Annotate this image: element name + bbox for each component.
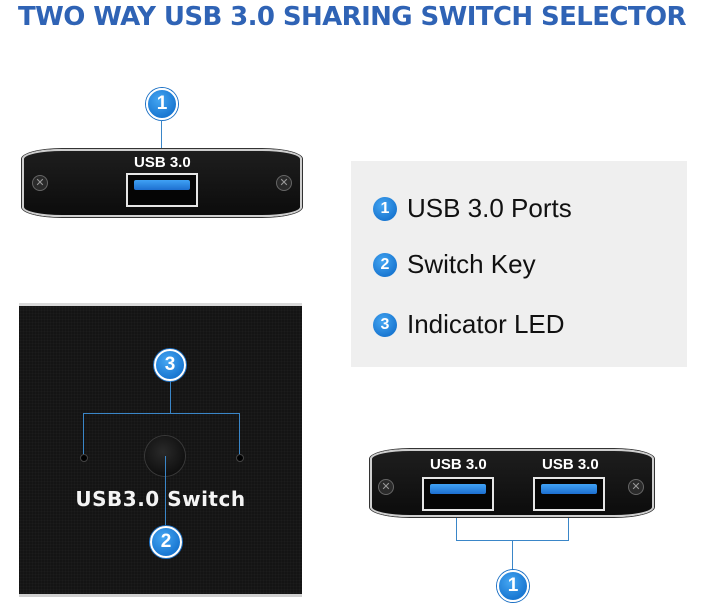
indicator-led-1 [80, 454, 88, 462]
dual-port-panel: USB 3.0 USB 3.0 ✕ ✕ [370, 449, 654, 517]
legend-box: 1 USB 3.0 Ports 2 Switch Key 3 Indicator… [351, 161, 687, 367]
switch-front-panel: 3 USB3.0 Switch 2 [19, 303, 302, 597]
callout-badge-1-bottom: 1 [497, 570, 529, 602]
legend-label: Indicator LED [407, 309, 565, 339]
legend-item-indicator-led: 3 Indicator LED [373, 309, 565, 340]
usb-a-port-icon [422, 477, 494, 511]
callout-line [512, 540, 513, 572]
port-label: USB 3.0 [430, 456, 487, 473]
screw-icon: ✕ [276, 175, 292, 191]
callout-line [170, 381, 171, 413]
callout-line [239, 413, 240, 455]
screw-icon: ✕ [378, 479, 394, 495]
callout-line [568, 518, 569, 540]
legend-item-ports: 1 USB 3.0 Ports [373, 193, 572, 224]
legend-label: Switch Key [407, 249, 536, 279]
page-title: TWO WAY USB 3.0 SHARING SWITCH SELECTOR [18, 2, 687, 32]
screw-icon: ✕ [628, 479, 644, 495]
indicator-led-2 [236, 454, 244, 462]
callout-line [83, 413, 240, 414]
usb-a-port-icon [533, 477, 605, 511]
usb-a-port-icon [126, 173, 198, 207]
callout-badge-3: 3 [154, 349, 186, 381]
port-label: USB 3.0 [542, 456, 599, 473]
legend-item-switch-key: 2 Switch Key [373, 249, 536, 280]
number-badge-1: 1 [373, 196, 397, 221]
brand-label: USB3.0 Switch [75, 487, 246, 511]
legend-label: USB 3.0 Ports [407, 193, 572, 223]
callout-line [83, 413, 84, 455]
callout-line [161, 120, 162, 156]
callout-line [165, 456, 166, 528]
port-label: USB 3.0 [134, 154, 191, 171]
number-badge-2: 2 [373, 252, 397, 277]
number-badge-3: 3 [373, 312, 397, 337]
screw-icon: ✕ [32, 175, 48, 191]
callout-badge-2: 2 [150, 526, 182, 558]
callout-line [456, 518, 457, 540]
callout-badge-1-top: 1 [146, 88, 178, 120]
single-port-panel: USB 3.0 ✕ ✕ [22, 149, 302, 217]
